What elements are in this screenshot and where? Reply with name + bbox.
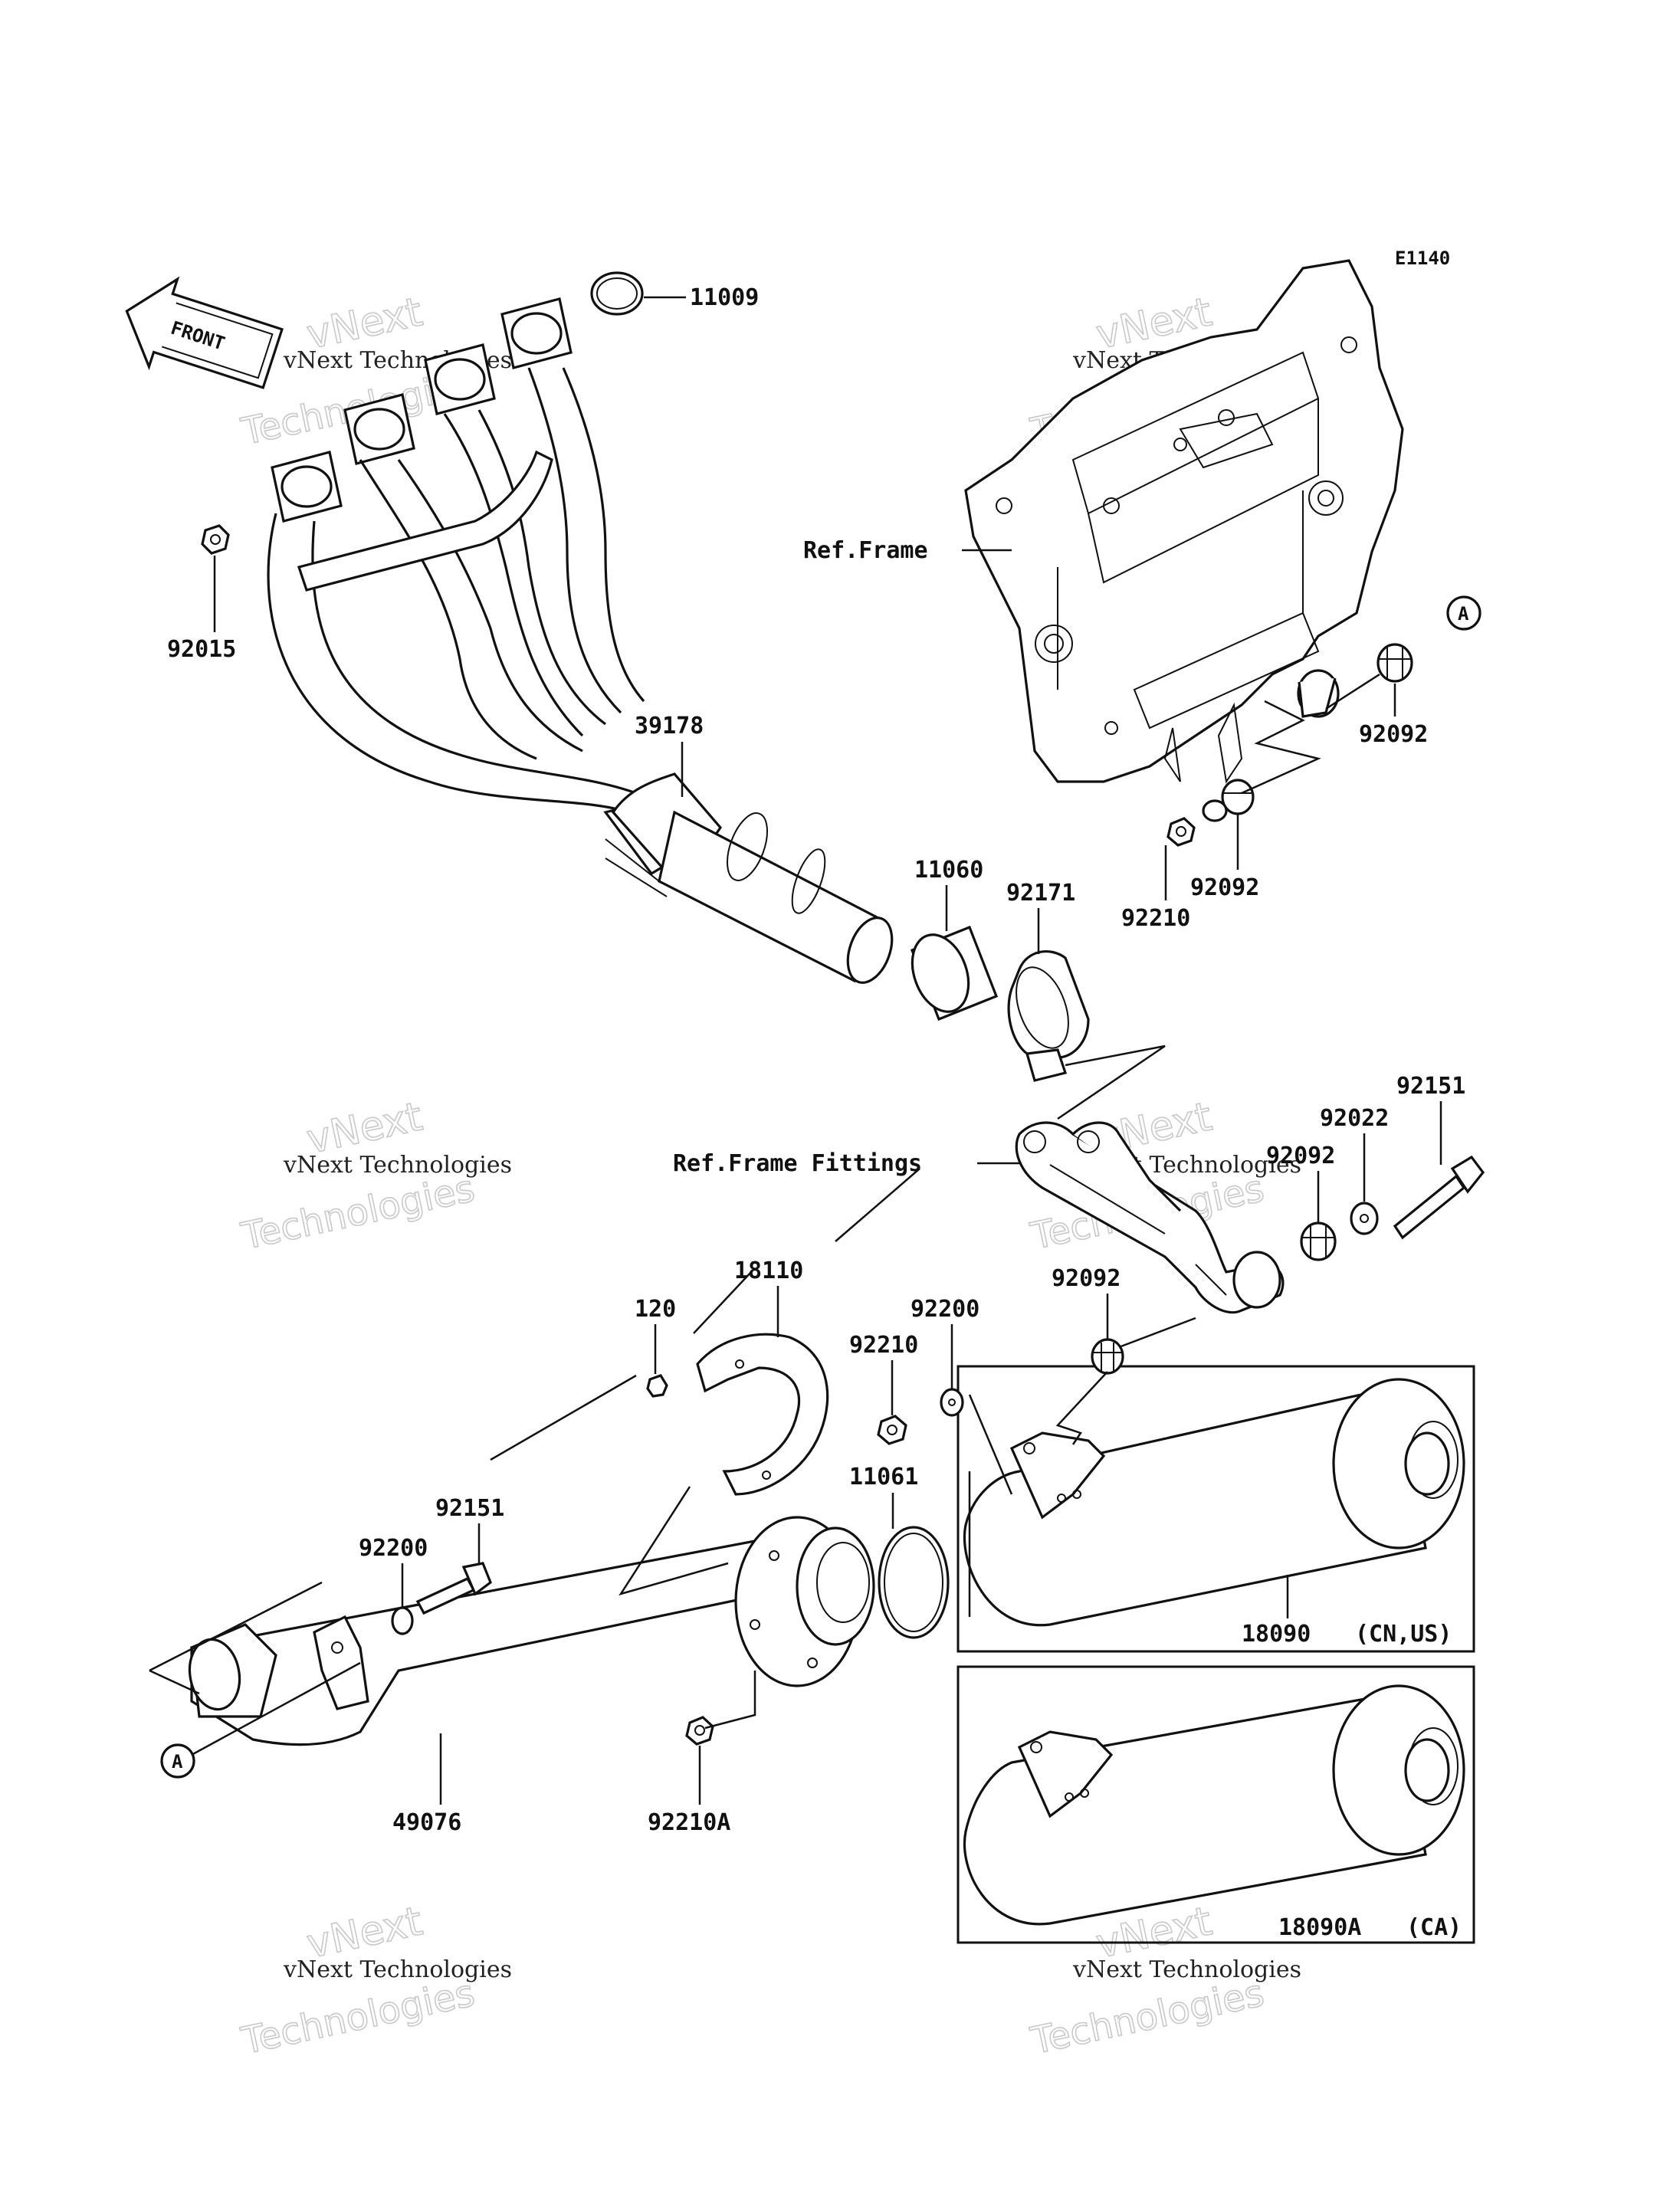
watermark-word: Technologies xyxy=(238,1167,478,1258)
washer-92092 xyxy=(1202,799,1228,822)
part-92210-label-mid: 92210 xyxy=(849,1332,918,1359)
bolt-92151 xyxy=(1393,1155,1485,1240)
watermark-mid-left: vNext vNext Technologies Technologies xyxy=(237,1094,512,1259)
frame-reference xyxy=(964,259,1404,784)
watermark-word: Technologies xyxy=(238,1972,478,2063)
end-plate xyxy=(734,1516,875,1687)
exhaust-header-pipes xyxy=(267,297,894,984)
part-18090-note: (CN,US) xyxy=(1355,1621,1452,1648)
part-49076-label: 49076 xyxy=(392,1809,461,1836)
washer-92200 xyxy=(391,1606,414,1635)
part-92022-label: 92022 xyxy=(1320,1105,1389,1132)
part-18090A-label: 18090A xyxy=(1278,1914,1361,1941)
part-120-label: 120 xyxy=(635,1296,676,1323)
diagram-code: E1140 xyxy=(1395,248,1450,269)
part-18090A-note: (CA) xyxy=(1406,1914,1462,1941)
gasket-11009-inner xyxy=(596,277,638,310)
washer-92022-hole xyxy=(1360,1214,1369,1223)
ref-frame-fittings-label: Ref.Frame Fittings xyxy=(673,1150,922,1177)
watermark-company: vNext Technologies xyxy=(283,1956,512,1983)
nut-92210 xyxy=(877,1415,907,1445)
part-92171-label: 92171 xyxy=(1006,880,1075,907)
watermark-word: Technologies xyxy=(1027,1972,1268,2063)
part-callouts: 11009 92015 39178 11060 92171 92092 9209… xyxy=(167,284,1465,1836)
part-92200-label-lower: 92200 xyxy=(359,1535,428,1562)
header-flange xyxy=(271,451,343,523)
muffler-18090A xyxy=(963,1684,1465,1926)
part-39178-label: 39178 xyxy=(635,713,704,739)
front-arrow-icon: FRONT xyxy=(125,276,284,389)
clamp-92171 xyxy=(1007,950,1090,1082)
part-92151-label-top: 92151 xyxy=(1396,1073,1465,1100)
bolt-92151 xyxy=(415,1562,492,1615)
part-92015-label: 92015 xyxy=(167,636,236,663)
part-18110-label: 18110 xyxy=(734,1258,803,1284)
gasket-11061-inner xyxy=(884,1533,943,1632)
part-11061-label: 11061 xyxy=(849,1464,918,1490)
part-92210A-label: 92210A xyxy=(648,1809,730,1836)
watermark-bottom-right: vNext vNext Technologies Technologies xyxy=(1026,1898,1301,2064)
washer-92200 xyxy=(940,1388,964,1417)
muffler-18090 xyxy=(963,1378,1465,1627)
sleeve-11060 xyxy=(910,925,999,1021)
connector-a-text: A xyxy=(172,1751,183,1772)
part-92092-label-mid: 92092 xyxy=(1190,874,1259,901)
header-flange xyxy=(424,343,496,415)
header-flange xyxy=(343,393,415,465)
header-flange xyxy=(500,297,573,369)
watermark-company: vNext Technologies xyxy=(283,1152,512,1179)
gasket-11009 xyxy=(590,271,644,316)
part-92210-label-frame: 92210 xyxy=(1121,905,1190,932)
rubber-bush-92092 xyxy=(1221,779,1255,815)
part-18090-label: 18090 xyxy=(1242,1621,1311,1648)
connector-a-text: A xyxy=(1458,603,1469,625)
part-92092-label-bracket: 92092 xyxy=(1266,1143,1335,1169)
frame-fitting-bracket xyxy=(1015,1121,1285,1314)
nut-92210 xyxy=(1166,817,1196,847)
part-11009-label: 11009 xyxy=(690,284,759,311)
nut-92210A xyxy=(685,1716,714,1746)
part-92092-label-frame: 92092 xyxy=(1359,721,1428,748)
watermark-bottom-left: vNext vNext Technologies Technologies xyxy=(237,1898,512,2064)
part-92200-label-mid: 92200 xyxy=(911,1296,979,1323)
assembly-lines xyxy=(149,673,1380,1756)
gasket-11061 xyxy=(878,1526,950,1639)
muffler-18090-box xyxy=(956,1365,1475,1653)
rubber-bush-92092 xyxy=(1300,1221,1337,1261)
ref-frame-label: Ref.Frame xyxy=(803,537,928,564)
washer-92200-hole xyxy=(948,1399,956,1406)
washer-92022 xyxy=(1350,1202,1379,1235)
heat-shield-18110 xyxy=(696,1333,829,1496)
nut-92015 xyxy=(201,524,230,555)
rubber-bush-92092 xyxy=(1376,643,1413,683)
watermark-company: vNext Technologies xyxy=(1072,1956,1301,1983)
part-11060-label: 11060 xyxy=(914,857,983,884)
connector-a-marker-top: A xyxy=(1446,595,1481,631)
screw-120 xyxy=(646,1374,668,1398)
part-92092-label-lower: 92092 xyxy=(1052,1265,1121,1292)
connector-a-marker-bottom: A xyxy=(160,1743,195,1779)
rubber-bush-92092 xyxy=(1091,1338,1124,1375)
muffler-18090A-box xyxy=(956,1665,1475,1944)
part-92151-label-lower: 92151 xyxy=(435,1495,504,1522)
